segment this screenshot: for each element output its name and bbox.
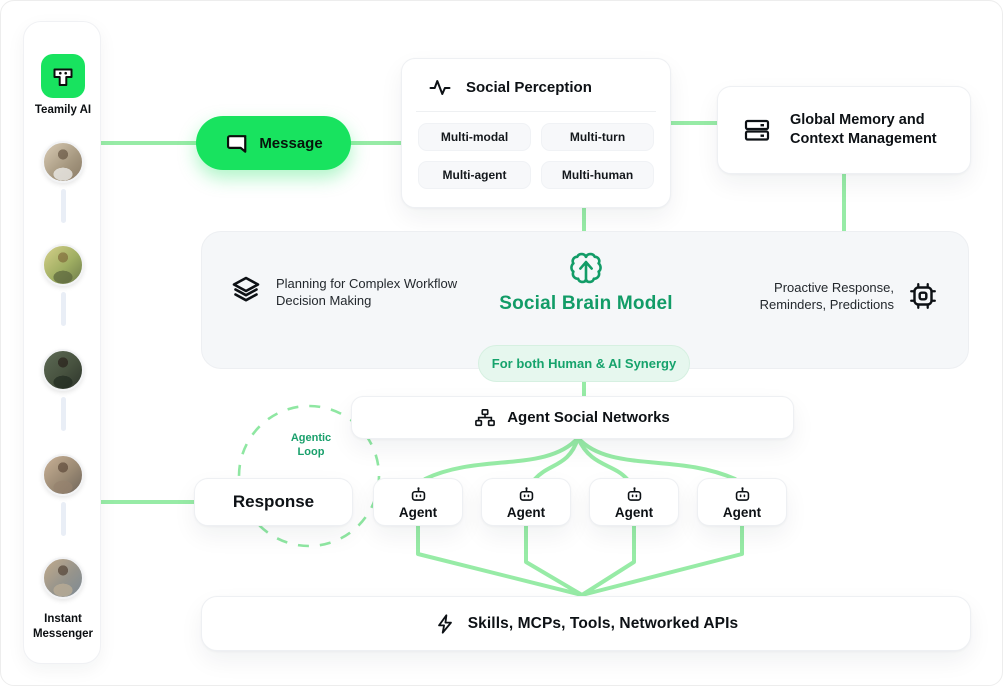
bot-icon [733, 485, 752, 504]
agentic-loop-circle [237, 404, 381, 548]
message-button[interactable]: Message [196, 116, 351, 170]
avatar-connector [60, 502, 66, 536]
agentic-loop-label: Agentic Loop [269, 431, 353, 459]
hierarchy-icon [475, 408, 496, 428]
tag-multi-agent: Multi-agent [418, 161, 531, 189]
agentic-loop-line-1: Agentic [290, 432, 332, 444]
agent-label: Agent [722, 504, 762, 520]
line-networks-to-agent-3 [576, 436, 629, 481]
social-perception-card: Social Perception Multi-modal Multi-turn… [401, 58, 671, 208]
planning-note: Planning for Complex Workflow Decision M… [276, 273, 457, 309]
chip-icon [906, 279, 940, 313]
global-memory-title: Global Memory and Context Management [790, 111, 937, 149]
line-agent-1-to-skills [416, 523, 584, 597]
global-memory-line-2: Context Management [790, 131, 937, 147]
tag-multi-modal: Multi-modal [418, 123, 531, 151]
avatar-connector [60, 292, 66, 326]
agent-node-2: Agent [481, 478, 571, 526]
line-agent-3-to-skills [580, 523, 636, 597]
app-name: Teamily AI [34, 104, 92, 116]
user-avatar-3[interactable] [42, 349, 84, 391]
bot-icon [517, 485, 536, 504]
footer-line-1: Instant [44, 613, 82, 625]
agent-label: Agent [506, 504, 546, 520]
agent-label: Agent [398, 504, 438, 520]
divider [416, 111, 656, 112]
planning-line-1: Planning for Complex Workflow [276, 276, 458, 291]
user-avatar-2[interactable] [42, 244, 84, 286]
bot-icon [625, 485, 644, 504]
avatar-connector [60, 189, 66, 223]
agent-node-4: Agent [697, 478, 787, 526]
bot-icon [409, 485, 428, 504]
agent-networks-bar: Agent Social Networks [351, 396, 794, 439]
layers-icon [230, 273, 262, 305]
proactive-line-2: Reminders, Predictions [759, 297, 894, 312]
synergy-badge: For both Human & AI Synergy [478, 345, 690, 382]
server-icon [742, 115, 772, 145]
line-agent-2-to-skills [524, 523, 584, 597]
proactive-line-1: Proactive Response, [774, 280, 894, 295]
user-avatar-5[interactable] [42, 557, 84, 599]
line-networks-to-agent-2 [533, 436, 580, 481]
avatar-connector [60, 397, 66, 431]
agentic-loop-line-2: Loop [297, 446, 325, 458]
planning-line-2: Decision Making [276, 293, 372, 308]
line-networks-to-agent-1 [423, 436, 580, 481]
teamily-logo-icon [41, 54, 85, 98]
line-networks-to-agent-4 [576, 436, 737, 481]
agent-label: Agent [614, 504, 654, 520]
brain-icon [202, 249, 970, 289]
response-node: Response [194, 478, 353, 526]
proactive-note: Proactive Response, Reminders, Predictio… [760, 279, 894, 313]
agent-node-3: Agent [589, 478, 679, 526]
skills-bar-title: Skills, MCPs, Tools, Networked APIs [467, 614, 739, 632]
agent-node-1: Agent [373, 478, 463, 526]
global-memory-line-1: Global Memory and [790, 112, 925, 128]
global-memory-card: Global Memory and Context Management [717, 86, 971, 174]
tag-multi-turn: Multi-turn [541, 123, 654, 151]
skills-bar: Skills, MCPs, Tools, Networked APIs [201, 596, 971, 651]
chat-bubble-icon [224, 131, 249, 156]
line-agent-4-to-skills [580, 523, 744, 597]
tag-multi-human: Multi-human [541, 161, 654, 189]
user-avatar-1[interactable] [42, 141, 84, 183]
user-avatar-4[interactable] [42, 454, 84, 496]
sidebar-footer-label: Instant Messenger [24, 612, 102, 642]
message-label: Message [259, 134, 323, 152]
footer-line-2: Messenger [32, 628, 94, 640]
pulse-icon [428, 75, 452, 99]
messenger-sidebar: Teamily AI Instant Messenger [23, 21, 101, 664]
lightning-icon [434, 613, 456, 635]
social-perception-title: Social Perception [466, 78, 592, 96]
social-brain-title: Social Brain Model [499, 293, 673, 314]
agent-networks-title: Agent Social Networks [507, 409, 670, 426]
